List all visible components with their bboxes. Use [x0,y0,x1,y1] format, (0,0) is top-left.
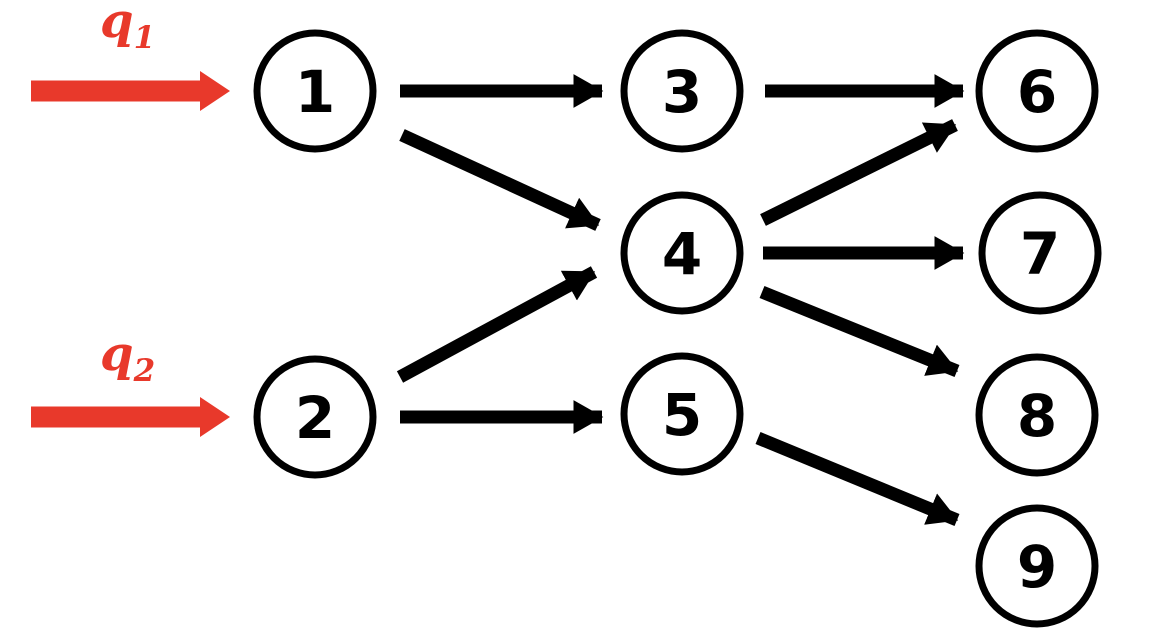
edge-4-8 [759,285,960,378]
edge-1-4 [399,129,601,231]
input-arrow-q1 [31,71,230,111]
node-2-label: 2 [295,384,335,452]
node-1: 1 [253,29,377,153]
input-arrow-q2 [31,397,230,437]
node-6-label: 6 [1017,58,1057,126]
node-9-label: 9 [1017,533,1057,601]
node-5-circle [620,352,744,476]
input-label-q2: q2 [100,326,155,389]
node-1-circle [253,29,377,153]
node-7: 7 [978,191,1102,315]
node-7-circle [978,191,1102,315]
node-1-label: 1 [295,58,335,126]
edges-group [396,74,965,527]
node-2: 2 [253,355,377,479]
nodes-group: 1 2 3 4 5 6 7 8 9 [253,29,1102,628]
edge-4-6 [760,119,958,226]
node-4-label: 4 [662,220,702,288]
node-7-label: 7 [1020,220,1060,288]
node-6: 6 [975,29,1099,153]
node-6-circle [975,29,1099,153]
node-4-circle [620,191,744,315]
node-4: 4 [620,191,744,315]
node-8: 8 [975,353,1099,477]
inputs-group: q1 q2 [31,0,230,437]
node-5-label: 5 [662,381,702,449]
edge-2-4 [396,266,598,383]
node-9: 9 [975,504,1099,628]
node-9-circle [975,504,1099,628]
node-3-circle [620,29,744,153]
node-5: 5 [620,352,744,476]
node-3: 3 [620,29,744,153]
node-3-label: 3 [662,58,702,126]
input-label-q1: q1 [100,0,155,56]
node-8-circle [975,353,1099,477]
edge-5-9 [755,431,960,527]
node-8-label: 8 [1017,382,1057,450]
node-2-circle [253,355,377,479]
